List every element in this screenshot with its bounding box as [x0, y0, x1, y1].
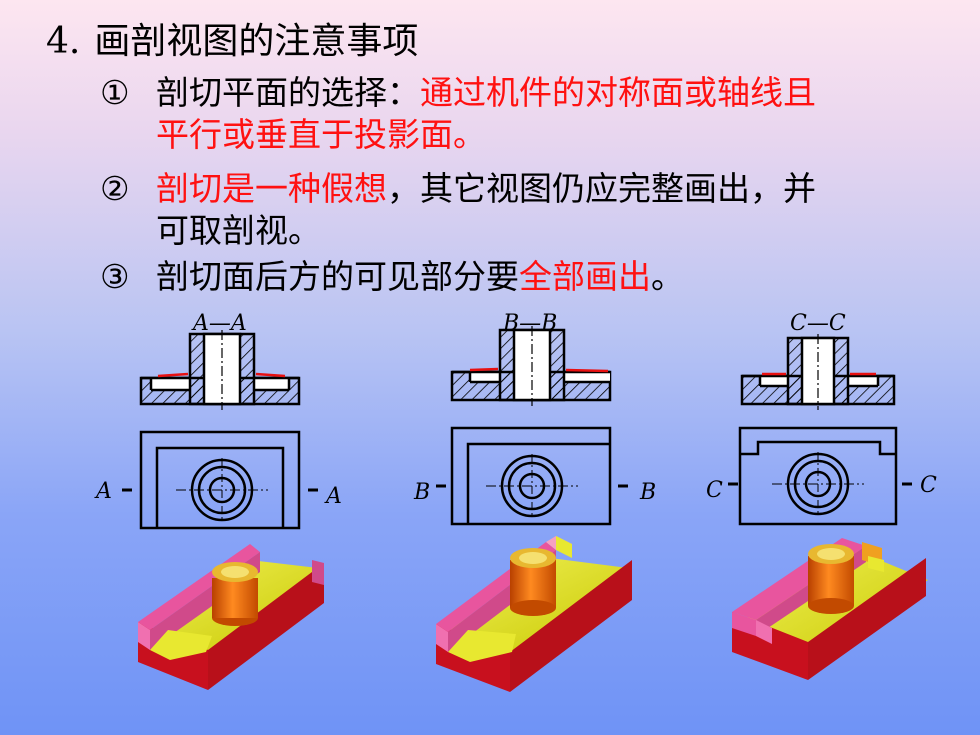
- section-view: [450, 326, 612, 406]
- top-view: [728, 426, 912, 526]
- cut-label-right: A: [324, 484, 342, 509]
- item-text-black: 剖切平面的选择：: [156, 73, 420, 112]
- figure-a: A—A A: [94, 311, 342, 690]
- top-view: [436, 426, 628, 526]
- cut-label-left: C: [706, 478, 723, 503]
- item-text-red: 全部画出: [519, 257, 651, 296]
- section-label: A—A: [191, 311, 247, 336]
- item-text-red: 剖切是一种假想: [156, 169, 387, 208]
- title-text: 画剖视图的注意事项: [94, 21, 419, 62]
- cut-label-left: B: [413, 480, 430, 505]
- list-item-3: ③ 剖切面后方的可见部分要全部画出。: [100, 256, 684, 298]
- slide-title: 4. 画剖视图的注意事项: [46, 12, 418, 64]
- cut-label-right: B: [639, 480, 656, 505]
- title-number: 4.: [46, 21, 81, 62]
- figure-c: C—C C C: [706, 311, 937, 680]
- cut-label-right: C: [920, 473, 937, 498]
- item-text-red: 通过机件的对称面或轴线且: [420, 73, 816, 112]
- item-text-tail: 。: [651, 257, 684, 296]
- figure-b: B—B B B: [413, 311, 656, 692]
- iso-part: [436, 536, 632, 692]
- item-marker: ③: [100, 257, 130, 296]
- top-view: [122, 430, 318, 530]
- item-text-black: ，其它视图仍应完整画出，并: [387, 169, 816, 208]
- section-label: C—C: [790, 311, 846, 336]
- item-text-black: 剖切面后方的可见部分要: [156, 257, 519, 296]
- list-item-1: ① 剖切平面的选择：通过机件的对称面或轴线且 平行或垂直于投影面。: [100, 72, 816, 156]
- section-view: [740, 334, 896, 410]
- iso-part: [138, 544, 324, 690]
- list-item-2: ② 剖切是一种假想，其它视图仍应完整画出，并 可取剖视。: [100, 168, 816, 252]
- item-marker: ②: [100, 169, 130, 208]
- section-view: [139, 330, 301, 410]
- item-text-red-line2: 平行或垂直于投影面。: [156, 115, 486, 154]
- iso-part: [732, 538, 928, 680]
- item-marker: ①: [100, 73, 130, 112]
- item-text-black-line2: 可取剖视。: [156, 211, 321, 250]
- cut-label-left: A: [94, 479, 112, 504]
